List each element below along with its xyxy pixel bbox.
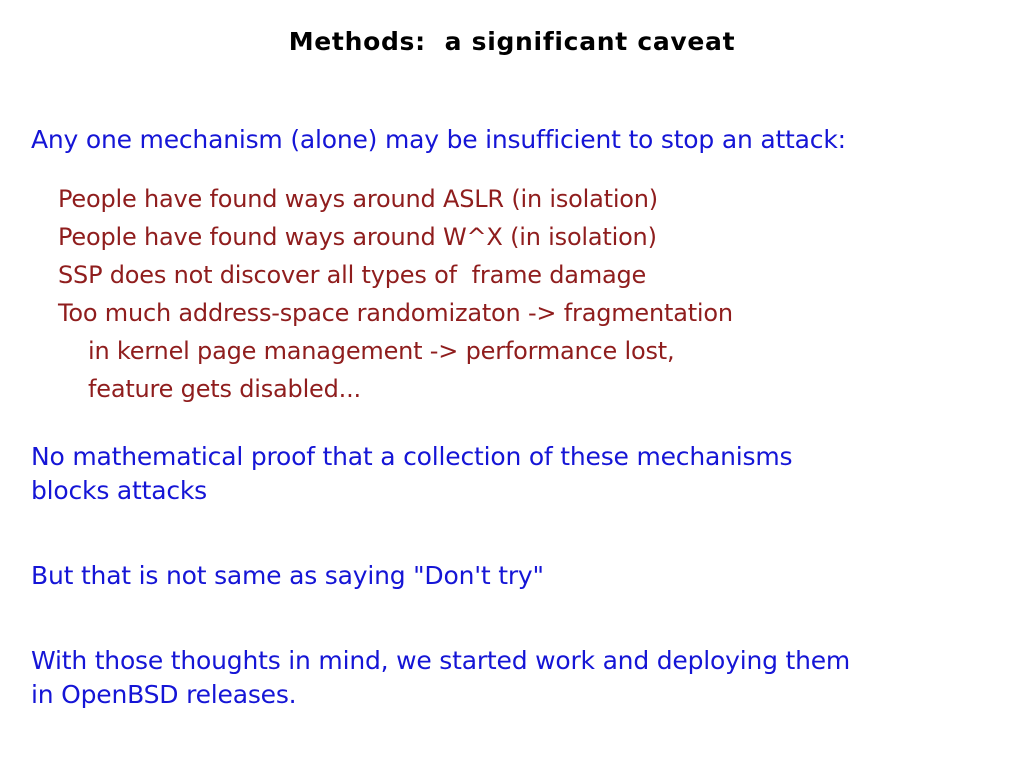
intro-statement: Any one mechanism (alone) may be insuffi… (31, 125, 846, 154)
paragraph-dont-try: But that is not same as saying "Don't tr… (31, 561, 544, 590)
bullet-ssp: SSP does not discover all types of frame… (58, 261, 647, 289)
bullet-aslr: People have found ways around ASLR (in i… (58, 185, 658, 213)
bullet-kernel-page-management: in kernel page management -> performance… (88, 337, 675, 365)
bullet-wxor: People have found ways around W^X (in is… (58, 223, 657, 251)
paragraph-deploying-line-2: in OpenBSD releases. (31, 680, 297, 709)
bullet-feature-disabled: feature gets disabled... (88, 375, 361, 403)
slide-title: Methods: a significant caveat (288, 27, 736, 56)
paragraph-deploying-line-1: With those thoughts in mind, we started … (31, 646, 851, 675)
bullet-address-space-randomization: Too much address-space randomizaton -> f… (58, 299, 733, 327)
paragraph-no-proof-line-2: blocks attacks (31, 476, 207, 505)
paragraph-no-proof-line-1: No mathematical proof that a collection … (31, 442, 793, 471)
